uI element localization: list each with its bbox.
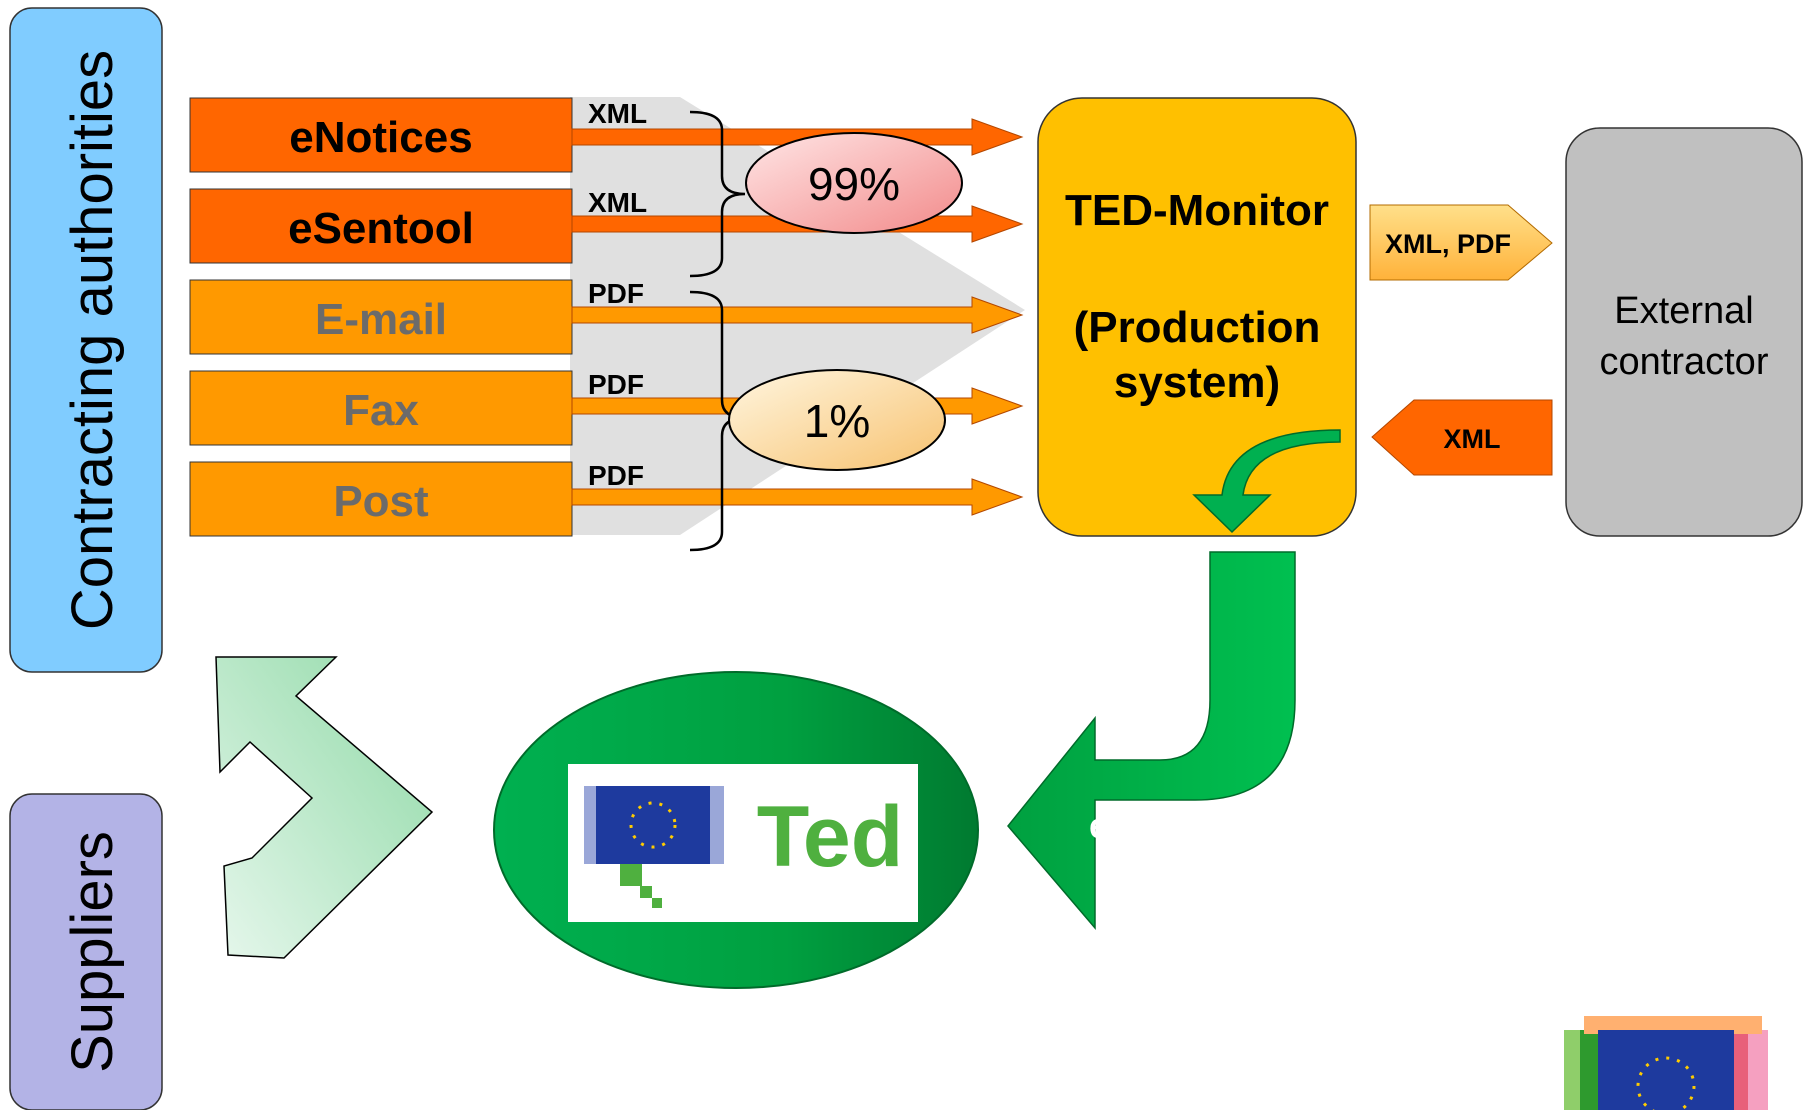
external-contractor-line2: contractor xyxy=(1600,341,1769,383)
suppliers-panel: Suppliers xyxy=(9,793,163,1110)
email-arrow xyxy=(571,296,1024,334)
suppliers-label: Suppliers xyxy=(60,831,125,1073)
out-to-contractor-arrow: XML, PDF xyxy=(1369,204,1553,281)
channel-format-label: XML xyxy=(588,187,647,218)
ted-monitor-title: TED-Monitor xyxy=(1065,186,1329,235)
channel-label: E-mail xyxy=(315,295,447,344)
channel-email: E-mail PDF xyxy=(189,278,644,355)
post-arrow xyxy=(571,478,1024,516)
eu-flag-logo-icon xyxy=(584,786,724,908)
external-contractor-box: External contractor xyxy=(1565,127,1803,537)
channel-label: eNotices xyxy=(289,113,472,162)
external-contractor-line1: External xyxy=(1614,290,1753,332)
electronic-share-value: 99% xyxy=(808,158,900,210)
electronic-brace xyxy=(689,110,746,278)
in-from-contractor-arrow: XML xyxy=(1371,399,1553,476)
export-label: export xyxy=(1089,805,1199,846)
channel-format-label: PDF xyxy=(588,278,644,309)
channel-esentool: eSentool XML xyxy=(189,187,647,264)
in-from-contractor-label: XML xyxy=(1444,424,1501,454)
channel-label: Post xyxy=(333,477,429,526)
contracting-authorities-panel: Contracting authorities xyxy=(9,7,163,673)
channel-format-label: XML xyxy=(588,98,647,129)
other-share-bubble: 1% xyxy=(728,369,946,471)
channel-label: eSentool xyxy=(288,204,474,253)
electronic-share-bubble: 99% xyxy=(745,132,963,234)
channel-fax: Fax PDF xyxy=(189,369,644,446)
contracting-authorities-label: Contracting authorities xyxy=(60,50,125,630)
enotices-arrow xyxy=(571,118,1024,156)
supplier-exchange-arrow xyxy=(215,656,434,959)
channel-format-label: PDF xyxy=(588,369,644,400)
ted-website-ellipse: Ted xyxy=(493,671,979,989)
channel-enotices: eNotices XML xyxy=(189,97,647,173)
ted-monitor-box: TED-Monitor (Production system) xyxy=(1037,97,1357,537)
channel-post: Post PDF xyxy=(189,460,644,537)
other-share-value: 1% xyxy=(804,395,870,447)
channel-label: Fax xyxy=(343,386,419,435)
ted-logo-text: Ted xyxy=(757,789,904,885)
channel-format-label: PDF xyxy=(588,460,644,491)
eu-emblem-icon xyxy=(1564,1016,1768,1110)
ted-monitor-subtitle-2: system) xyxy=(1114,358,1280,407)
ted-monitor-subtitle-1: (Production xyxy=(1074,303,1321,352)
export-arrow: export xyxy=(1007,551,1296,931)
out-to-contractor-label: XML, PDF xyxy=(1385,229,1511,259)
inner-export-arrow-icon xyxy=(1192,429,1341,534)
